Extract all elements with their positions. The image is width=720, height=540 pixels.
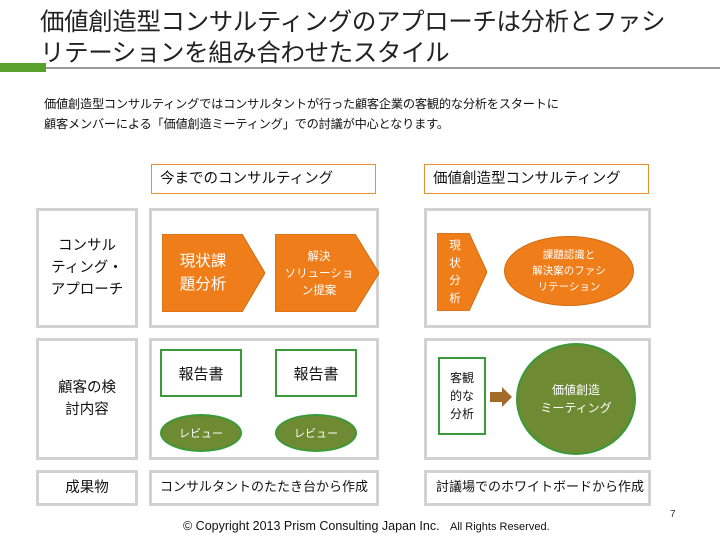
title-line-1: 価値創造型コンサルティングのアプローチは分析とファシ: [40, 7, 666, 36]
objective-analysis-line-3: 分析: [449, 407, 474, 421]
title-divider: [46, 67, 720, 69]
chevron-shape: [275, 234, 379, 312]
intro-text: 価値創造型コンサルティングではコンサルタントが行った顧客企業の客観的な分析をスタ…: [44, 94, 709, 134]
row-label-review-line-1: 顧客の検: [58, 380, 116, 396]
row-label-box-result: [36, 470, 138, 506]
chevron-solution-line-3: ン提案: [301, 282, 337, 297]
slide-title: 価値創造型コンサルティングのアプローチは分析とファシ リテーションを組み合わせた…: [40, 6, 710, 68]
chevron-new-analysis-char-4: 析: [449, 290, 461, 305]
review-ellipse-1: レビュー: [160, 414, 242, 452]
copyright: © Copyright 2013 Prism Consulting Japan …: [183, 519, 550, 533]
intro-line-2: 顧客メンバーによる「価値創造ミーティング」での討議が中心となります。: [44, 117, 449, 131]
chevron-solution-proposal: 解決 ソリューショ ン提案: [275, 234, 379, 312]
row-label-box-review: [36, 338, 138, 460]
chevron-current-analysis-line-1: 現状課: [179, 252, 227, 270]
row-label-review: 顧客の検 討内容: [36, 338, 138, 460]
row-label-approach-line-1: コンサル: [58, 238, 116, 254]
objective-analysis-box: 客観 的な 分析: [438, 357, 486, 435]
title-accent-bar: [0, 63, 46, 72]
row-label-approach: コンサル ティング・ アプローチ: [36, 208, 138, 328]
arrow-right-icon: [490, 387, 512, 407]
report-box-2: 報告書: [275, 349, 357, 397]
ellipse-facilitation-line-3: リテーション: [537, 281, 601, 293]
chevron-solution-line-2: ソリューショ: [284, 265, 354, 280]
review-ellipse-2: レビュー: [275, 414, 357, 452]
chevron-new-analysis-char-1: 現: [449, 238, 461, 252]
meeting-line-2: ミーティング: [540, 401, 612, 415]
chevron-new-analysis-char-3: 分: [449, 273, 461, 287]
row-label-approach-line-2: ティング・: [51, 260, 123, 276]
new-result-box: [424, 470, 651, 506]
column-header-new: 価値創造型コンサルティング: [424, 164, 649, 194]
page-number: 7: [670, 509, 676, 520]
objective-analysis-line-2: 的な: [449, 389, 474, 403]
row-label-box-approach: [36, 208, 138, 328]
chevron-shape: [437, 233, 487, 311]
intro-line-1: 価値創造型コンサルティングではコンサルタントが行った顧客企業の客観的な分析をスタ…: [44, 97, 559, 111]
old-result-box: [149, 470, 379, 506]
old-result-text: コンサルタントのたたき台から作成: [160, 480, 369, 495]
meeting-line-1: 価値創造: [551, 383, 600, 397]
chevron-new-analysis: 現 状 分 析: [437, 233, 487, 311]
chevron-current-analysis-line-2: 題分析: [179, 275, 227, 293]
column-header-old: 今までのコンサルティング: [151, 164, 376, 194]
report-box-1: 報告書: [160, 349, 242, 397]
value-creation-meeting-ellipse: 価値創造 ミーティング: [516, 343, 636, 455]
ellipse-facilitation: 課題認識と 解決案のファシ リテーション: [504, 236, 634, 306]
rights-text: All Rights Reserved.: [449, 521, 550, 533]
chevron-shape: [162, 234, 265, 312]
chevron-new-analysis-char-2: 状: [449, 255, 461, 270]
objective-analysis-line-1: 客観: [449, 371, 474, 385]
title-line-2: リテーションを組み合わせたスタイル: [40, 38, 450, 67]
row-label-approach-line-3: アプローチ: [50, 282, 124, 298]
copyright-text: © Copyright 2013 Prism Consulting Japan …: [183, 519, 440, 533]
row-label-result: 成果物: [65, 480, 109, 496]
ellipse-facilitation-line-1: 課題認識と: [542, 249, 596, 261]
chevron-current-analysis: 現状課 題分析: [162, 234, 265, 312]
row-label-review-line-2: 討内容: [65, 402, 109, 418]
new-result-text: 討議場でのホワイトボードから作成: [436, 480, 645, 495]
chevron-solution-line-1: 解決: [307, 248, 331, 263]
ellipse-facilitation-line-2: 解決案のファシ: [532, 265, 606, 277]
